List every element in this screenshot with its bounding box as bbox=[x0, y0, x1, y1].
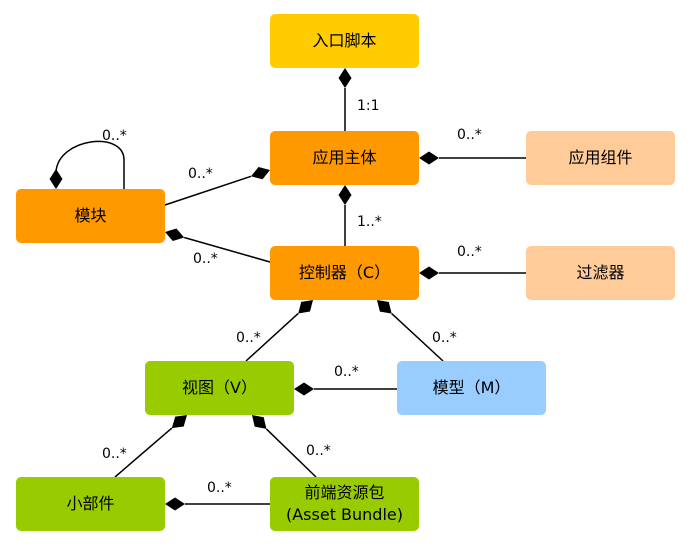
edge-module-self-diamond bbox=[49, 169, 63, 189]
edge-view-widget-diamond bbox=[171, 415, 187, 429]
edge-asset-widget-diamond bbox=[165, 497, 185, 511]
label-entry-app: 1:1 bbox=[357, 98, 380, 114]
controller-node: 控制器（C） bbox=[270, 246, 419, 300]
edge-filter-controller-diamond bbox=[419, 266, 439, 280]
label-view-asset: 0..* bbox=[306, 443, 331, 459]
edge-module-app-line bbox=[164, 175, 252, 206]
edge-module-app-diamond bbox=[251, 167, 270, 180]
label-module-self: 0..* bbox=[102, 128, 127, 144]
module-node: 模块 bbox=[16, 189, 165, 243]
application-component-node: 应用组件 bbox=[526, 131, 675, 185]
label-controller-model: 0..* bbox=[432, 330, 457, 346]
edge-view-asset-line bbox=[265, 428, 317, 478]
label-model-view: 0..* bbox=[334, 364, 359, 380]
asset-bundle-node: 前端资源包 (Asset Bundle) bbox=[270, 477, 419, 531]
edge-module-self-line bbox=[55, 140, 125, 189]
edge-controller-view-line bbox=[245, 312, 299, 362]
asset-bundle-subtitle: (Asset Bundle) bbox=[285, 505, 403, 524]
entry-script-node: 入口脚本 bbox=[270, 14, 419, 68]
label-controller-view: 0..* bbox=[236, 330, 261, 346]
edge-controller-model-line bbox=[391, 313, 444, 362]
application-node: 应用主体 bbox=[270, 131, 419, 185]
model-node: 模型（M） bbox=[397, 361, 546, 415]
edge-module-controller-line bbox=[184, 236, 271, 263]
asset-bundle-title: 前端资源包 bbox=[304, 483, 385, 503]
label-appcomp-app: 0..* bbox=[457, 127, 482, 143]
edge-controller-view-diamond bbox=[298, 300, 313, 314]
label-asset-widget: 0..* bbox=[207, 480, 232, 496]
edge-view-widget-line bbox=[114, 427, 173, 478]
label-app-controller: 1..* bbox=[357, 214, 382, 230]
edge-appcomp-app-diamond bbox=[419, 151, 439, 165]
widget-node: 小部件 bbox=[16, 477, 165, 531]
edge-entry-app-diamond bbox=[338, 68, 352, 88]
filter-node: 过滤器 bbox=[526, 246, 675, 300]
view-node: 视图（V） bbox=[145, 361, 294, 415]
label-view-widget: 0..* bbox=[102, 446, 127, 462]
label-module-app: 0..* bbox=[188, 166, 213, 182]
edge-view-asset-diamond bbox=[252, 415, 267, 429]
edge-model-view-diamond bbox=[294, 382, 314, 396]
edge-app-controller-diamond bbox=[338, 185, 352, 205]
label-filter-controller: 0..* bbox=[457, 244, 482, 260]
label-module-controller: 0..* bbox=[193, 251, 218, 267]
edge-module-controller-diamond bbox=[165, 228, 185, 241]
edge-controller-model-diamond bbox=[377, 300, 392, 314]
